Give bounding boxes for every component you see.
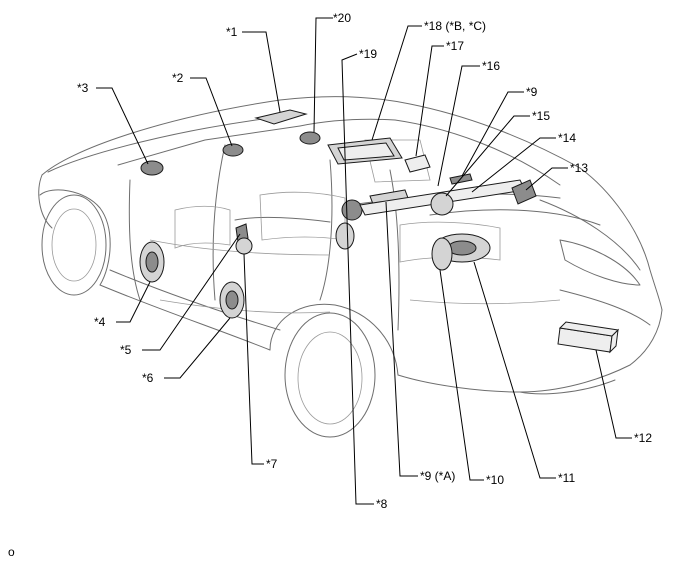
callout-3: *3 — [77, 81, 89, 95]
callout-12: *12 — [634, 431, 652, 445]
callout-17: *17 — [446, 39, 464, 53]
callout-4: *4 — [94, 315, 106, 329]
callout-7: *7 — [266, 457, 278, 471]
part-3-speaker — [140, 160, 164, 176]
part-8-speaker — [335, 222, 355, 250]
part-1-overhead-unit — [254, 109, 308, 125]
callout-16: *16 — [482, 59, 500, 73]
callout-10: *10 — [486, 473, 504, 487]
callout-20: *20 — [333, 11, 351, 25]
components — [139, 109, 620, 354]
callout-15: *15 — [532, 109, 550, 123]
part-20-speaker — [299, 131, 321, 145]
callout-1: *1 — [226, 25, 238, 39]
callout-9a: *9 (*A) — [420, 469, 455, 483]
part-17-module — [404, 154, 431, 173]
part-10-speaker — [431, 237, 453, 271]
callout-8: *8 — [376, 497, 388, 511]
callout-labels: *1 *20 *2 *3 *4 *5 *6 *7 *8 *19 *9 (*A) … — [77, 11, 652, 511]
car-body-outline — [38, 96, 663, 438]
callout-18: *18 (*B, *C) — [424, 19, 486, 33]
callout-5: *5 — [120, 343, 132, 357]
callout-14: *14 — [558, 131, 576, 145]
part-15-speaker — [430, 192, 454, 216]
callout-11: *11 — [558, 471, 575, 485]
part-7-tweeter — [235, 237, 253, 255]
callout-6: *6 — [142, 371, 154, 385]
part-2-speaker — [222, 143, 244, 157]
callout-2: *2 — [172, 71, 184, 85]
figure-code: o — [8, 545, 15, 559]
callout-13: *13 — [570, 161, 588, 175]
part-19-speaker — [341, 199, 363, 221]
callout-19: *19 — [359, 47, 377, 61]
leader-lines — [96, 17, 632, 505]
callout-9: *9 — [526, 85, 538, 99]
